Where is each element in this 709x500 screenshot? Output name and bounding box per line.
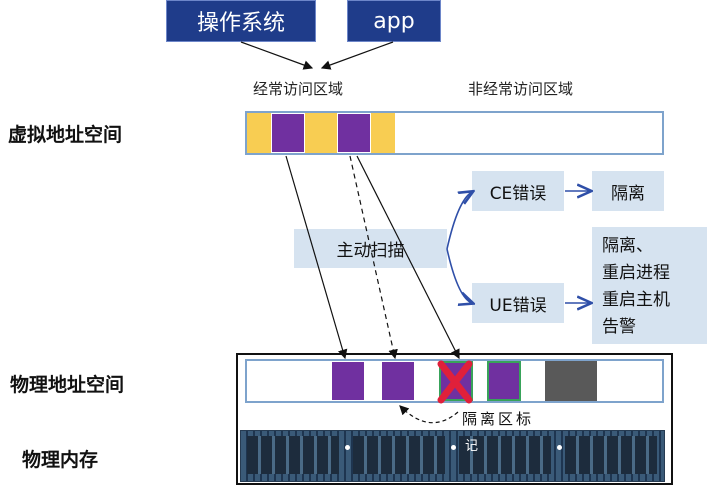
physical-address-space-label: 物理地址空间 (10, 374, 125, 396)
memory-label: 记 (465, 439, 479, 454)
ue-error-box: UE错误 (472, 283, 564, 323)
used-page (271, 113, 305, 153)
mapping-arrow (356, 155, 460, 360)
isolation-mark-label: 隔离区标 (462, 410, 535, 428)
ue-action-restart-host: 重启主机 (602, 290, 670, 310)
mapping-arrow (285, 155, 348, 360)
os-arrow (240, 41, 314, 70)
virtual-address-strip (245, 111, 664, 155)
used-page (331, 361, 365, 401)
ce-isolate-box: 隔离 (592, 171, 664, 211)
frequent-page (371, 113, 395, 153)
ue-action-restart-process: 重启进程 (602, 263, 670, 283)
ue-action-alert: 告警 (602, 317, 636, 337)
used-page (381, 361, 415, 401)
used-page (337, 113, 371, 153)
physical-address-strip (245, 359, 664, 403)
scan-to-ue-arrow (446, 248, 472, 303)
memory-modules: 记 (240, 430, 665, 482)
frequent-page (247, 113, 271, 153)
remap-curve-arrow (399, 405, 459, 424)
os-box: 操作系统 (166, 0, 316, 42)
other-page (545, 361, 597, 401)
mapping-arrow-dashed (349, 155, 398, 360)
infrequent-region-label: 非经常访问区域 (468, 80, 574, 98)
error-x-icon (436, 358, 474, 406)
scan-to-ce-arrow (446, 192, 472, 250)
ue-action-isolate: 隔离、 (602, 236, 653, 256)
ue-actions-box: 隔离、 重启进程 重启主机 告警 (592, 227, 707, 344)
frequent-page (305, 113, 337, 153)
ce-error-box: CE错误 (472, 171, 564, 211)
app-box: app (347, 0, 441, 42)
physical-memory-label: 物理内存 (22, 449, 99, 471)
used-page (487, 361, 521, 401)
virtual-address-space-label: 虚拟地址空间 (8, 124, 123, 146)
app-arrow (320, 41, 394, 70)
frequent-region-label: 经常访问区域 (253, 80, 344, 98)
